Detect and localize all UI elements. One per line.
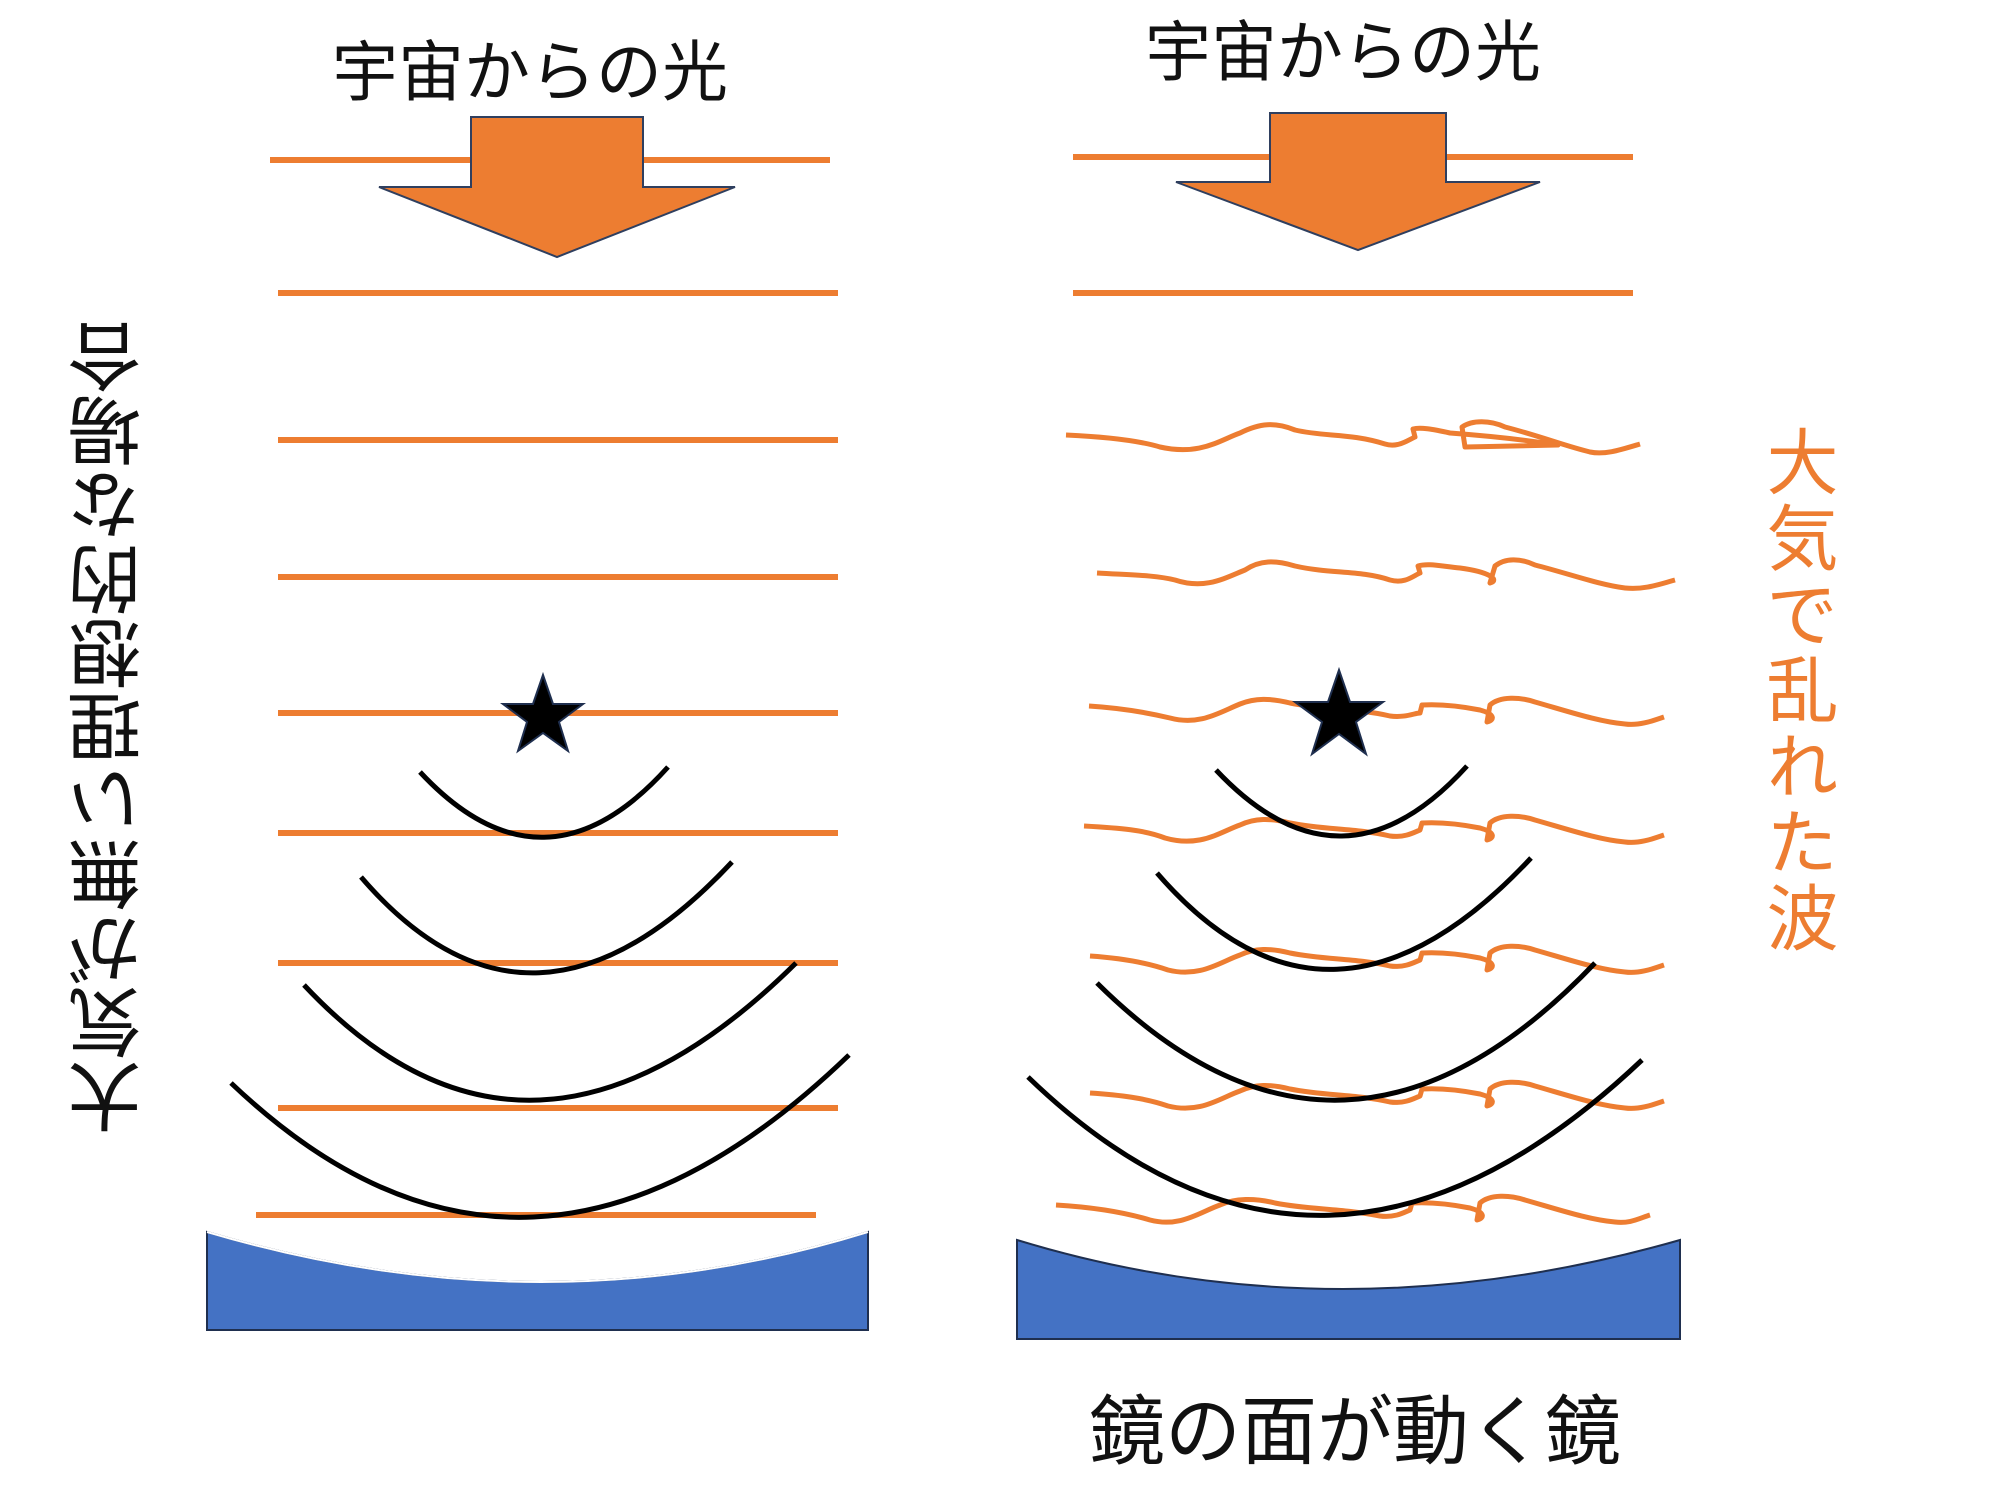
right-bottom-label: 鏡の面が動く鏡 [1089, 1387, 1621, 1476]
star-icon [500, 671, 586, 754]
spherical-wavefront [1095, 961, 1597, 1103]
spherical-wavefront [1026, 1058, 1644, 1218]
right-spherical-wavefronts [1026, 764, 1644, 1218]
left-mirror-surface [206, 1231, 869, 1283]
distorted-wavefront [1089, 943, 1665, 975]
right-panel: 宇宙からの光 鏡の面が動く鏡 [1016, 14, 1681, 1476]
star-icon [1291, 666, 1387, 757]
spherical-wavefront [1155, 856, 1533, 972]
down-arrow-icon [378, 116, 736, 259]
right-top-label: 宇宙からの光 [1145, 14, 1541, 91]
down-arrow-icon [1175, 112, 1541, 252]
distorted-wavefront [1096, 557, 1676, 591]
spherical-wavefront [1214, 764, 1469, 839]
distorted-wavefront [1055, 1193, 1651, 1225]
right-mirror [1016, 1238, 1681, 1340]
right-side-label: 大気で乱れた波 [1754, 425, 1838, 957]
spherical-wavefront [229, 1053, 851, 1220]
right-distorted-wavefronts [1055, 419, 1676, 1225]
distorted-wavefront [1065, 419, 1641, 456]
left-spherical-wavefronts [229, 765, 851, 1220]
spherical-wavefront [302, 961, 798, 1103]
left-panel: 宇宙からの光 [206, 34, 869, 1331]
distorted-wavefront [1083, 813, 1665, 845]
distorted-wavefront [1089, 1079, 1665, 1111]
left-top-label: 宇宙からの光 [332, 34, 728, 111]
spherical-wavefront [359, 860, 734, 976]
spherical-wavefront [418, 765, 670, 840]
distorted-wavefront [1088, 695, 1665, 727]
left-side-label: 大気が無い理想的な場合 [68, 320, 154, 1134]
